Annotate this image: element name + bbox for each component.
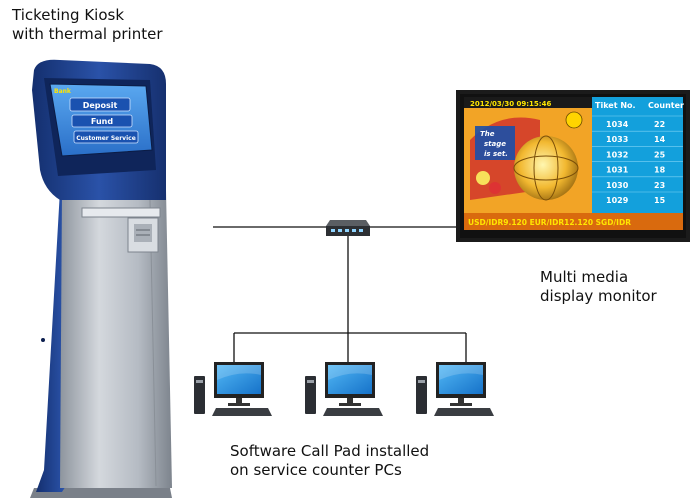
pc-keyboard <box>323 408 383 416</box>
display-counter-number: 14 <box>654 135 666 144</box>
ticketing-kiosk: Bank Deposit Fund Customer Service <box>30 59 172 498</box>
pcs-label: Software Call Pad installed on service c… <box>230 442 429 480</box>
kiosk-label-line-1: Ticketing Kiosk <box>12 6 125 24</box>
promo-text-is-set: is set. <box>484 150 508 158</box>
printer-slot <box>81 207 161 253</box>
kiosk-button-customer-service: Customer Service <box>76 135 136 142</box>
pc-keyboard <box>434 408 494 416</box>
monitor-label-line-2: display monitor <box>540 287 657 305</box>
display-ticket-number: 1030 <box>606 181 629 190</box>
counter-pc <box>305 362 383 416</box>
display-monitor: 2012/03/30 09:15:46 The stage is set. Ti… <box>456 90 690 242</box>
display-datetime: 2012/03/30 09:15:46 <box>470 100 551 108</box>
pcs-label-line-1: Software Call Pad installed <box>230 442 430 460</box>
kiosk-screen-buttons: Deposit Fund Customer Service <box>69 97 139 144</box>
display-table-headers: Tiket No. Counter <box>595 101 684 110</box>
kiosk-button-fund: Fund <box>91 117 113 126</box>
display-counter-number: 22 <box>654 120 665 129</box>
pc-keyboard <box>212 408 272 416</box>
monitor-label-line-1: Multi media <box>540 268 629 286</box>
counter-pc <box>194 362 272 416</box>
counter-pc <box>416 362 494 416</box>
display-ticket-number: 1033 <box>606 135 628 144</box>
display-ticket-number: 1034 <box>606 120 629 129</box>
display-ticket-number: 1032 <box>606 150 628 159</box>
display-counter-number: 15 <box>654 196 666 205</box>
promo-text-stage: stage <box>484 140 506 148</box>
kiosk-brand-text: Bank <box>54 88 72 95</box>
display-table-rows: 1034 22 1033 14 1032 25 1031 18 1030 23 1029 15 <box>592 115 683 205</box>
display-ticket-number: 1029 <box>606 196 629 205</box>
display-counter-number: 25 <box>654 150 666 159</box>
pcs-label-line-2: on service counter PCs <box>230 461 402 479</box>
network-lines <box>213 226 467 370</box>
network-switch <box>326 220 370 236</box>
header-counter: Counter <box>648 101 684 110</box>
display-ticker: USD/IDR9.120 EUR/IDR12.120 SGD/IDR <box>468 218 631 227</box>
kiosk-label-line-2: with thermal printer <box>12 25 163 43</box>
monitor-label: Multi media display monitor <box>540 268 657 306</box>
display-ticket-number: 1031 <box>606 166 629 175</box>
kiosk-label: Ticketing Kiosk with thermal printer <box>12 6 163 44</box>
header-ticket-no: Tiket No. <box>595 101 636 110</box>
promo-text-the: The <box>480 130 495 138</box>
pc-tower <box>416 376 427 414</box>
kiosk-button-deposit: Deposit <box>83 101 118 110</box>
service-counter-pcs <box>194 362 494 416</box>
display-counter-number: 23 <box>654 181 665 190</box>
pc-tower <box>194 376 205 414</box>
display-counter-number: 18 <box>654 166 666 175</box>
pc-tower <box>305 376 316 414</box>
